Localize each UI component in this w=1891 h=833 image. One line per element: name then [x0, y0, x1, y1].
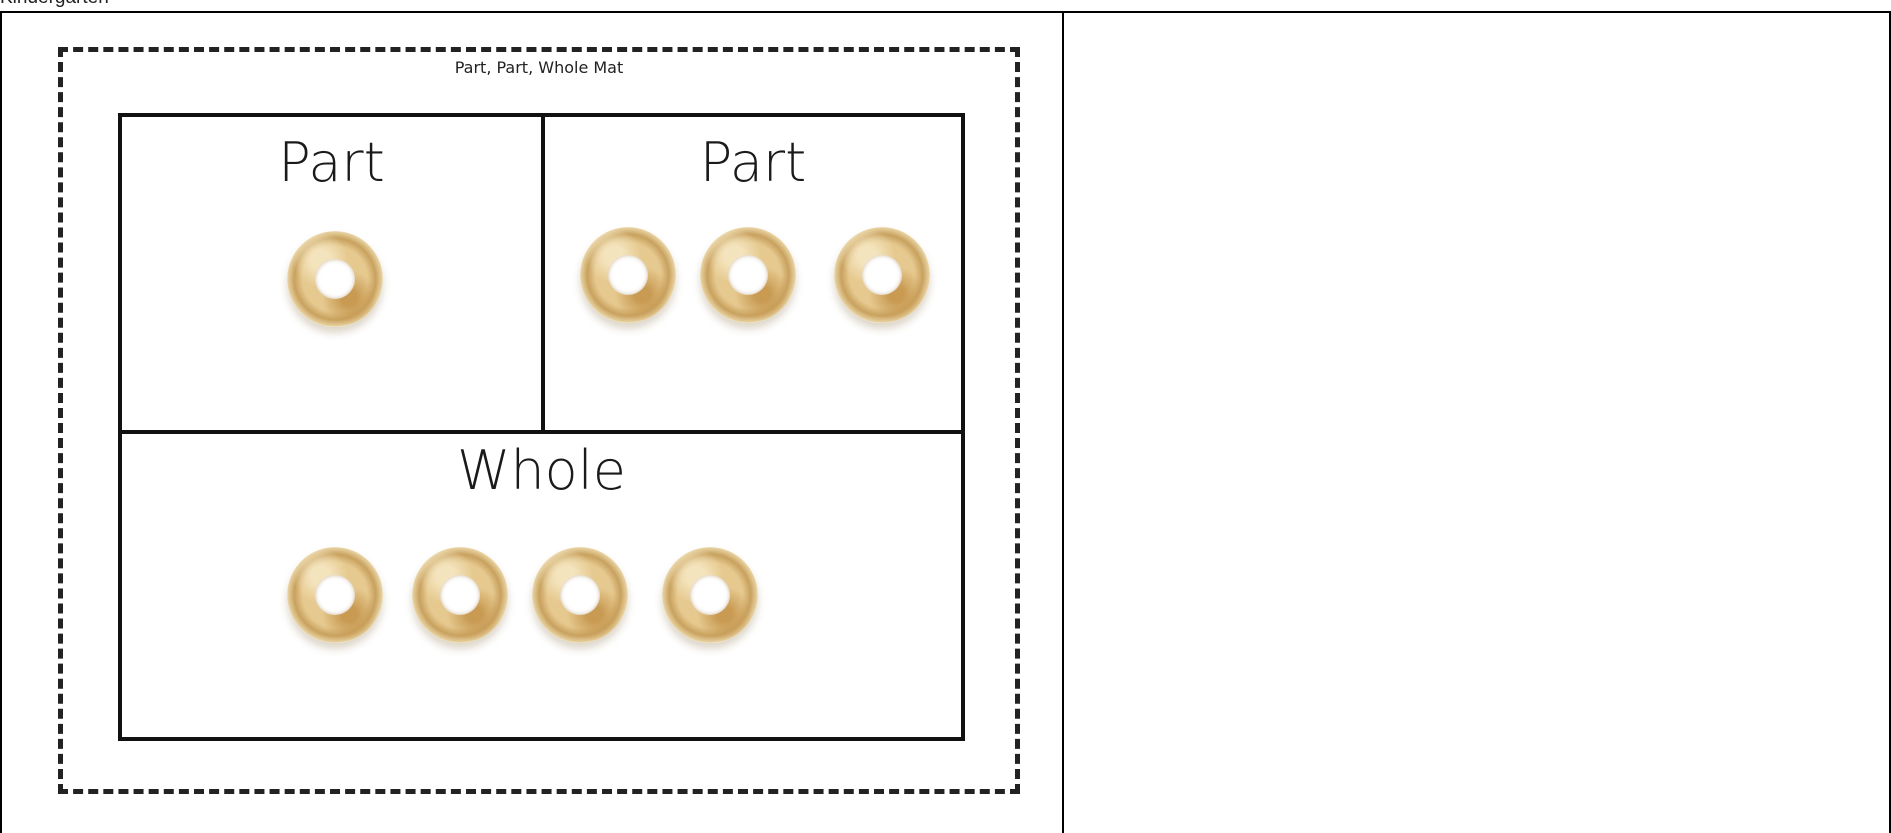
cereal-ring-icon [532, 547, 628, 643]
cereal-ring-icon [700, 227, 796, 323]
grid-horizontal-divider [122, 430, 961, 434]
cereal-ring-icon [287, 547, 383, 643]
table-right-border [1889, 11, 1891, 833]
cereal-ring-icon [287, 231, 383, 327]
part-left-label: Part [278, 131, 385, 194]
cereal-ring-icon [580, 227, 676, 323]
mat-title: Part, Part, Whole Mat [454, 58, 624, 77]
page-caption: Kindergarten [0, 0, 109, 9]
cereal-ring-icon [834, 227, 930, 323]
whole-label: Whole [457, 439, 626, 502]
document-table [0, 11, 1889, 833]
part-part-whole-mat: Part, Part, Whole Mat Part Part Whole [58, 47, 1020, 794]
part-right-label: Part [699, 131, 807, 194]
table-cell-divider [1062, 11, 1064, 833]
grid-vertical-divider [541, 117, 545, 430]
cereal-ring-icon [412, 547, 508, 643]
cereal-ring-icon [662, 547, 758, 643]
mat-grid: Part Part Whole [118, 113, 965, 741]
